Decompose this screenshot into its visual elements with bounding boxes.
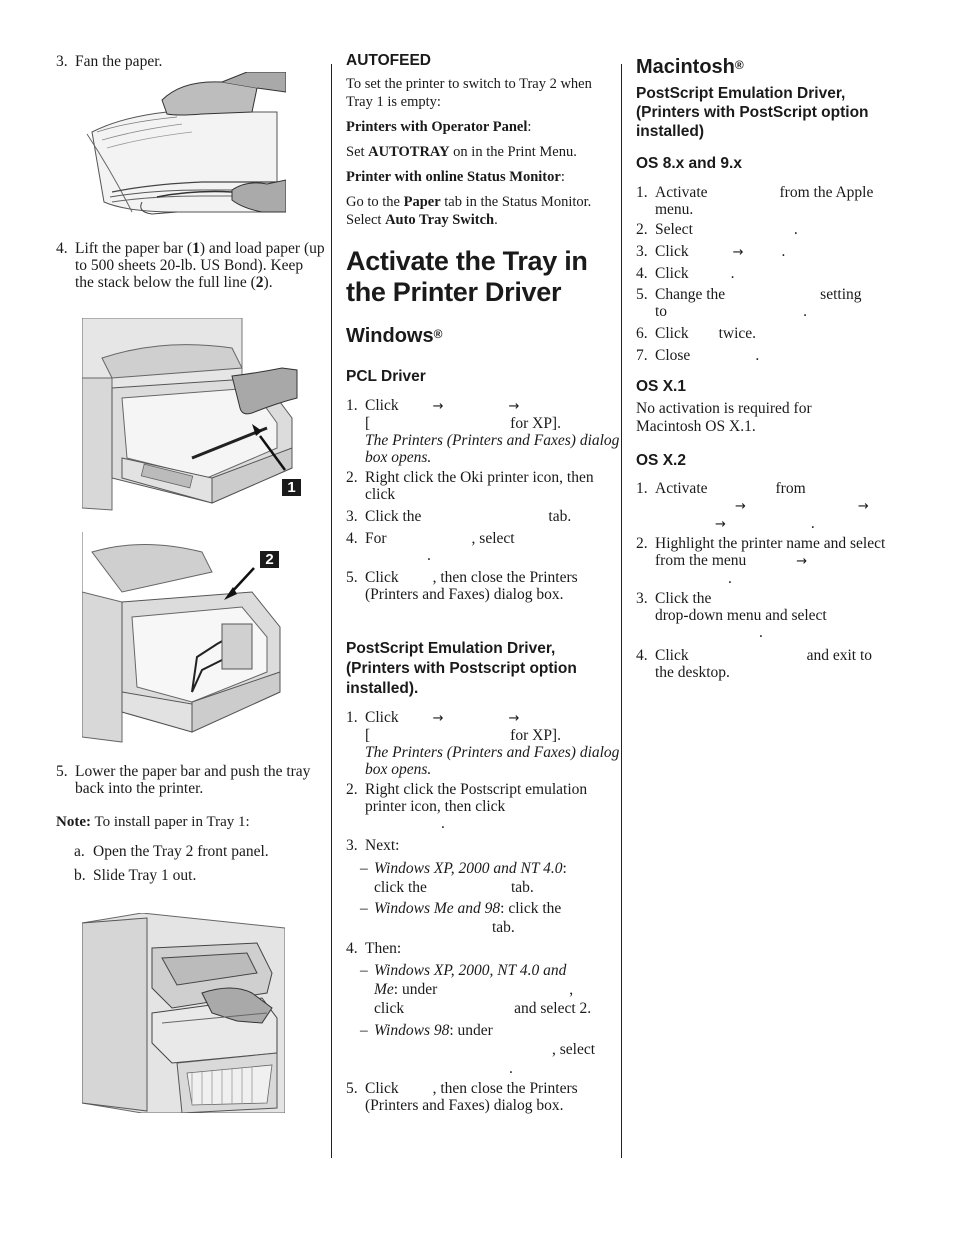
osx2-step-3: 3. Click the drop-down menu and select . (636, 590, 827, 641)
ps-step-2: 2. Right click the Postscript emulation … (346, 781, 588, 832)
note: Note: To install paper in Tray 1: (56, 814, 250, 830)
pcl-step-2: 2. Right click the Oki printer icon, the… (346, 469, 594, 503)
status-monitor-label: Printer with online Status Monitor: (346, 169, 565, 185)
ps-step-3b: – Windows Me and 98: click the tab. (360, 900, 562, 936)
autofeed-heading: AUTOFEED (346, 52, 431, 69)
ps-step-3a: – Windows XP, 2000 and NT 4.0: click the… (360, 860, 567, 896)
tray1-illustration (82, 913, 285, 1113)
osx1-heading: OS X.1 (636, 378, 686, 395)
ps-step-5: 5. Click, then close the Printers (Print… (346, 1080, 578, 1114)
operator-panel-label: Printers with Operator Panel: (346, 119, 532, 135)
operator-panel-text: Set AUTOTRAY on in the Print Menu. (346, 144, 577, 160)
ps-step-4a: – Windows XP, 2000, NT 4.0 and Me: under… (360, 962, 592, 1017)
ps-step-1: 1. Click→→ [for XP]. The Printers (Print… (346, 709, 620, 778)
pcl-step-1: 1. Click→→ [for XP]. The Printers (Print… (346, 397, 620, 466)
windows-heading: Windows® (346, 325, 443, 347)
fan-paper-illustration (82, 72, 286, 222)
column-divider-1 (331, 64, 332, 1158)
osx2-heading: OS X.2 (636, 452, 686, 469)
step-b: b. Slide Tray 1 out. (74, 867, 197, 884)
main-heading: Activate the Tray in the Printer Driver (346, 246, 588, 307)
step-4: 4. Lift the paper bar (1) and load paper… (56, 240, 325, 291)
step-3: 3. Fan the paper. (56, 53, 163, 70)
mac-postscript-heading: PostScript Emulation Driver, (Printers w… (636, 85, 869, 140)
ps-step-3: 3. Next: (346, 837, 400, 854)
step-5: 5. Lower the paper bar and push the tray… (56, 763, 311, 797)
postscript-heading: PostScript Emulation Driver, (Printers w… (346, 640, 577, 697)
ps-step-4b: – Windows 98: under , select . (360, 1022, 596, 1077)
autofeed-intro: To set the printer to switch to Tray 2 w… (346, 76, 592, 110)
pcl-heading: PCL Driver (346, 368, 426, 385)
os8-heading: OS 8.x and 9.x (636, 155, 742, 172)
os8-step-4: 4. Click. (636, 265, 735, 282)
pcl-step-4: 4. For, select . (346, 530, 515, 564)
callout-1: 1 (282, 479, 301, 496)
pcl-step-5: 5. Click, then close the Printers (Print… (346, 569, 578, 603)
os8-step-2: 2. Select. (636, 221, 798, 238)
tray-load-illustration (82, 318, 300, 514)
column-divider-2 (621, 64, 622, 1158)
ps-step-4: 4. Then: (346, 940, 402, 957)
step-a: a. Open the Tray 2 front panel. (74, 843, 269, 860)
macintosh-heading: Macintosh® (636, 56, 744, 78)
osx2-step-2: 2. Highlight the printer name and select… (636, 535, 886, 587)
os8-step-3: 3. Click→. (636, 243, 786, 260)
callout-2: 2 (260, 551, 279, 568)
osx1-text: No activation is required for Macintosh … (636, 400, 812, 435)
status-monitor-text: Go to the Paper tab in the Status Monito… (346, 194, 592, 228)
full-line-illustration (82, 532, 282, 744)
os8-step-7: 7. Close. (636, 347, 760, 364)
